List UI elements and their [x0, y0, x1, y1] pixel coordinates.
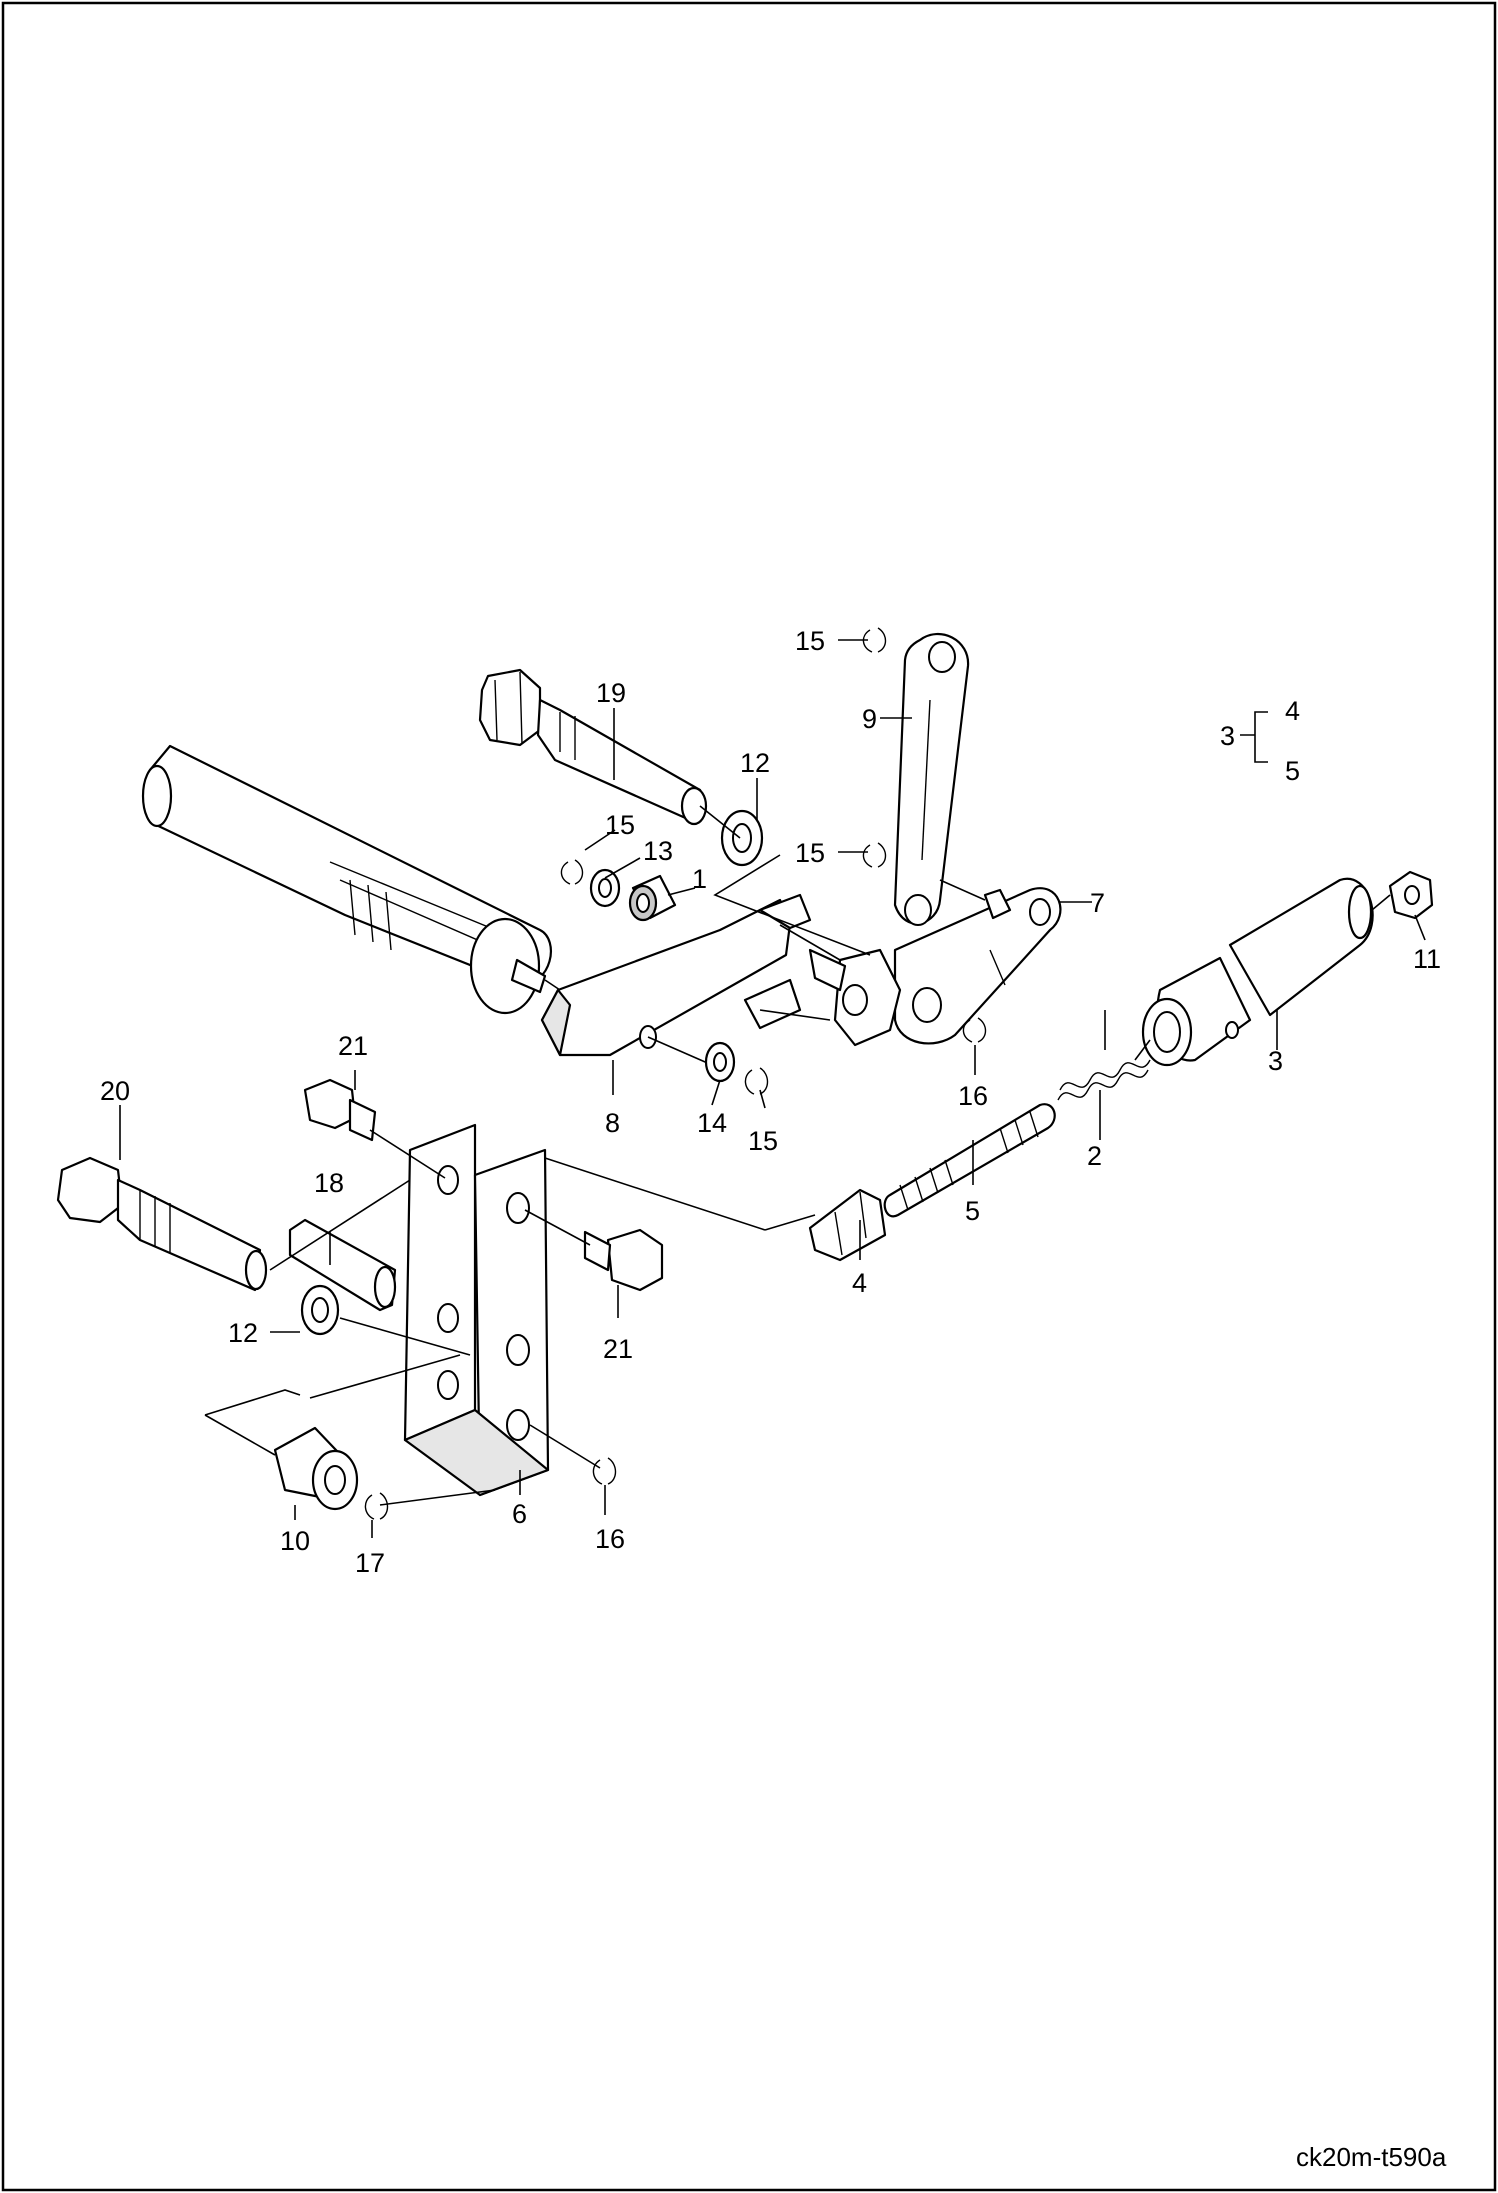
tube-3 — [1141, 877, 1374, 1067]
callout-1: 1 — [692, 864, 707, 894]
callout-17: 17 — [355, 1548, 385, 1578]
pin-18 — [288, 1218, 397, 1312]
callout-19: 19 — [596, 678, 626, 708]
washer-12-upper — [720, 809, 764, 867]
bolt-21-upper — [303, 1078, 377, 1142]
callout-15-left: 15 — [605, 810, 635, 840]
callout-4-main: 4 — [852, 1268, 867, 1298]
callout-3-legend: 3 — [1220, 721, 1235, 751]
bracket-6 — [403, 1123, 550, 1497]
callout-9: 9 — [862, 704, 877, 734]
callout-10: 10 — [280, 1526, 310, 1556]
washer-14 — [704, 1041, 736, 1083]
spring-2 — [1057, 1059, 1151, 1101]
clip-15-left — [560, 859, 584, 885]
callout-8: 8 — [605, 1108, 620, 1138]
callout-18: 18 — [314, 1168, 344, 1198]
callout-labels: 15 9 19 12 15 13 1 15 7 8 14 15 16 2 3 1… — [100, 626, 1441, 1578]
lever-7 — [808, 879, 1062, 1047]
callout-5-main: 5 — [965, 1196, 980, 1226]
arm-8 — [540, 893, 841, 1066]
bolt-20 — [56, 1156, 268, 1292]
nut-11 — [1388, 870, 1434, 920]
callout-11: 11 — [1413, 944, 1441, 974]
callout-16-lower: 16 — [595, 1524, 625, 1554]
assembly-lines — [204, 805, 1391, 1506]
bolt-19 — [478, 668, 708, 826]
bolt-21-lower — [583, 1228, 664, 1292]
callout-21-lower: 21 — [603, 1334, 633, 1364]
callout-leaders — [119, 639, 1426, 1538]
bushing-1 — [628, 874, 677, 922]
clip-16-upper — [962, 1017, 987, 1043]
callout-12-upper: 12 — [740, 748, 770, 778]
callout-14: 14 — [697, 1108, 727, 1138]
link-9 — [893, 632, 970, 926]
callout-16-upper: 16 — [958, 1081, 988, 1111]
clip-15-lower — [744, 1067, 769, 1095]
clip-17 — [364, 1492, 389, 1520]
roller-10 — [273, 1426, 359, 1511]
callout-3-main: 3 — [1268, 1046, 1283, 1076]
callout-21-upper: 21 — [338, 1031, 368, 1061]
callout-15-top: 15 — [795, 626, 825, 656]
callout-20: 20 — [100, 1076, 130, 1106]
callout-2: 2 — [1087, 1141, 1102, 1171]
clip-15-top — [862, 627, 887, 653]
drawing-code: ck20m-t590a — [1296, 2142, 1447, 2172]
callout-4-legend: 4 — [1285, 696, 1300, 726]
cylinder-assembly — [141, 744, 576, 1015]
rod-5 — [883, 1103, 1056, 1218]
clip-16-lower — [592, 1457, 617, 1485]
callout-6: 6 — [512, 1499, 527, 1529]
callout-7: 7 — [1090, 888, 1105, 918]
washer-13 — [589, 868, 621, 908]
clip-15-mid — [862, 842, 887, 868]
callout-13: 13 — [643, 836, 673, 866]
washer-12-lower — [300, 1284, 340, 1336]
coupling-nut-4 — [808, 1188, 887, 1262]
callout-5-legend: 5 — [1285, 756, 1300, 786]
callout-15-lower: 15 — [748, 1126, 778, 1156]
callout-12-lower: 12 — [228, 1318, 258, 1348]
callout-15-mid: 15 — [795, 838, 825, 868]
